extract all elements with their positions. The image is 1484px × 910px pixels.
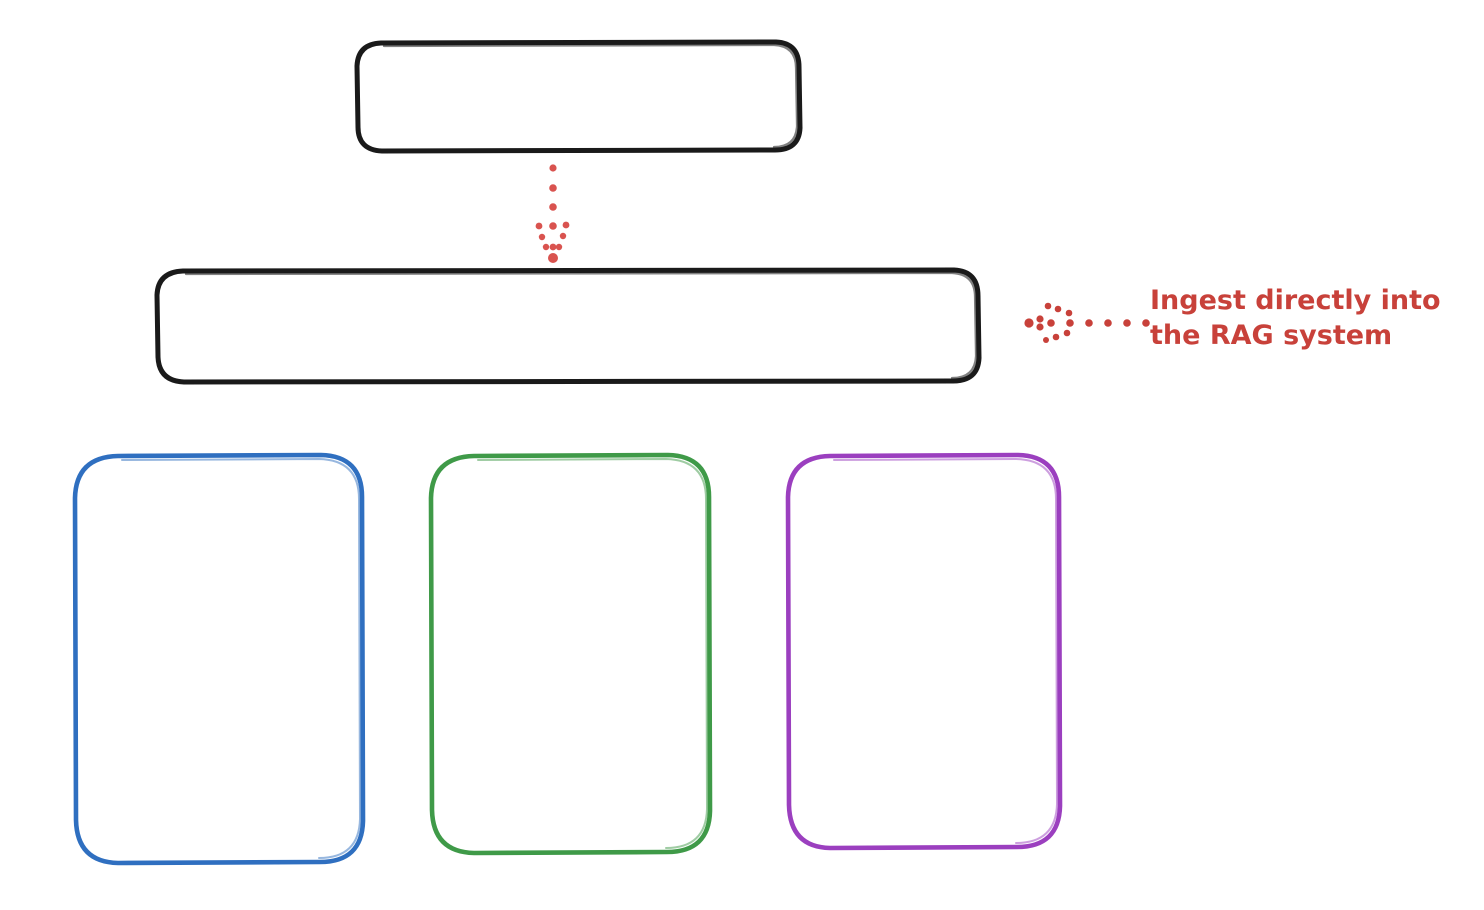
node-provider-keyvalue[interactable]: KeyValueIO (set_key, delete_key, get) Ke… — [428, 452, 713, 856]
node-provider-vector-api: VectorIO (insert_chunks, delete_chunks, … — [106, 547, 332, 691]
node-provider-vector-index: VectorIndex — [130, 738, 308, 769]
node-provider-keyvalue-index: KeyValueIndex — [462, 714, 679, 745]
node-provider-vector[interactable]: VectorIO (insert_chunks, delete_chunks, … — [72, 452, 366, 866]
node-provider-relational-content: RelationalIO (insert_sql, query_sql) SQL… — [785, 556, 1063, 747]
node-agent[interactable]: AGENT — [354, 39, 803, 154]
node-rag-tool-label: RAG Tool — [502, 308, 634, 343]
node-provider-relational-api: RelationalIO (insert_sql, query_sql) — [833, 559, 1015, 665]
node-rag-tool[interactable]: RAG Tool — [154, 267, 982, 385]
dotted-arrow-left-icon — [1024, 302, 1150, 343]
node-provider-keyvalue-api: KeyValueIO (set_key, delete_key, get) — [453, 561, 688, 667]
node-agent-label: AGENT — [516, 78, 641, 114]
node-provider-vector-content: VectorIO (insert_chunks, delete_chunks, … — [72, 545, 366, 773]
node-provider-relational-index: SQLTable — [858, 712, 990, 743]
node-provider-keyvalue-content: KeyValueIO (set_key, delete_key, get) Ke… — [428, 559, 713, 750]
dotted-arrow-down-icon — [535, 164, 570, 263]
node-provider-relational[interactable]: RelationalIO (insert_sql, query_sql) SQL… — [785, 452, 1063, 851]
annotation-ingest-directly: Ingest directly into the RAG system — [1150, 285, 1441, 352]
